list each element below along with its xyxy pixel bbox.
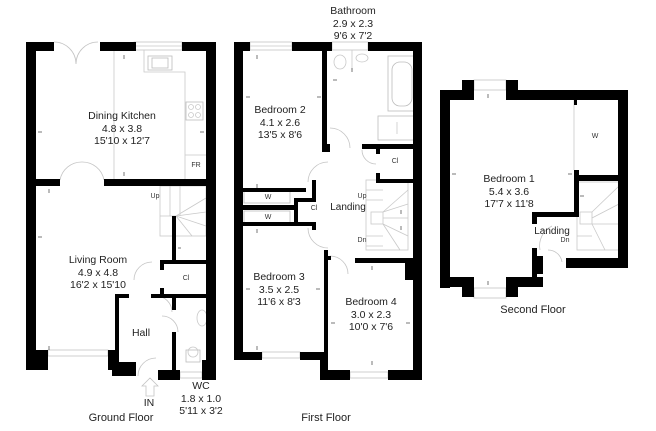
- room-name: Bedroom 3: [253, 271, 305, 283]
- room-name: Bedroom 2: [254, 104, 306, 116]
- room-imperial: 10'0 x 7'6: [348, 321, 394, 333]
- stairs-up-label-first: Up: [357, 193, 367, 200]
- cupboard-label-ground: Cl: [182, 275, 190, 282]
- room-imperial: 5'11 x 3'2: [179, 405, 223, 417]
- room-imperial: 15'10 x 12'7: [94, 135, 150, 147]
- second-floor-plan: [440, 79, 628, 299]
- entrance-arrow-icon: [141, 377, 159, 397]
- landing-second-label: Landing: [534, 226, 570, 237]
- ground-floor-plan: [26, 41, 216, 380]
- room-name: Living Room: [68, 254, 128, 266]
- room-name: Bedroom 1: [483, 173, 535, 185]
- wardrobe-label-3: W: [591, 133, 599, 140]
- room-metric: 4.8 x 3.8: [101, 122, 143, 135]
- stairs-down-label-second: Dn: [560, 237, 570, 244]
- first-floor-title: First Floor: [301, 412, 351, 424]
- wardrobe-label-1: W: [264, 194, 272, 201]
- dining-kitchen-label: Dining Kitchen 4.8 x 3.8 15'10 x 12'7: [88, 110, 156, 148]
- cupboard-label-first-2: Cl: [310, 205, 318, 212]
- room-metric: 1.8 x 1.0: [180, 392, 222, 405]
- room-imperial: 11'6 x 8'3: [257, 296, 301, 308]
- room-imperial: 13'5 x 8'6: [257, 129, 303, 141]
- bedroom-4-label: Bedroom 4 3.0 x 2.3 10'0 x 7'6: [345, 296, 396, 334]
- room-metric: 2.9 x 2.3: [332, 17, 374, 30]
- second-floor-title: Second Floor: [500, 304, 566, 316]
- room-imperial: 16'2 x 15'10: [70, 279, 126, 291]
- room-metric: 5.4 x 3.6: [488, 185, 530, 198]
- landing-first-label: Landing: [330, 202, 366, 213]
- wardrobe-label-2: W: [264, 214, 272, 221]
- stairs-up-label-ground: Up: [150, 193, 160, 200]
- bedroom-1-label: Bedroom 1 5.4 x 3.6 17'7 x 11'8: [483, 173, 534, 211]
- room-name: Dining Kitchen: [88, 110, 156, 122]
- room-metric: 4.9 x 4.8: [77, 266, 119, 279]
- bedroom-3-label: Bedroom 3 3.5 x 2.5 11'6 x 8'3: [253, 271, 304, 309]
- room-name: Bathroom: [330, 5, 376, 17]
- fridge-label: FR: [191, 162, 201, 169]
- first-floor-plan: [234, 41, 422, 380]
- room-imperial: 17'7 x 11'8: [484, 198, 534, 210]
- room-name: Hall: [131, 327, 151, 339]
- hall-label: Hall: [132, 327, 150, 340]
- room-name: Bedroom 4: [345, 296, 397, 308]
- stairs-down-label-first: Dn: [357, 237, 367, 244]
- bedroom-2-label: Bedroom 2 4.1 x 2.6 13'5 x 8'6: [254, 104, 305, 142]
- room-name: WC: [192, 380, 210, 392]
- ground-floor-title: Ground Floor: [88, 412, 154, 424]
- cupboard-label-first-1: Cl: [391, 158, 399, 165]
- bathroom-label: Bathroom 2.9 x 2.3 9'6 x 7'2: [330, 5, 376, 43]
- room-metric: 3.0 x 2.3: [350, 308, 392, 321]
- wc-label: WC 1.8 x 1.0 5'11 x 3'2: [179, 380, 223, 418]
- room-metric: 4.1 x 2.6: [259, 116, 301, 129]
- room-metric: 3.5 x 2.5: [258, 283, 300, 296]
- entrance-label: IN: [143, 397, 155, 409]
- room-imperial: 9'6 x 7'2: [333, 30, 373, 42]
- living-room-label: Living Room 4.9 x 4.8 16'2 x 15'10: [69, 254, 127, 292]
